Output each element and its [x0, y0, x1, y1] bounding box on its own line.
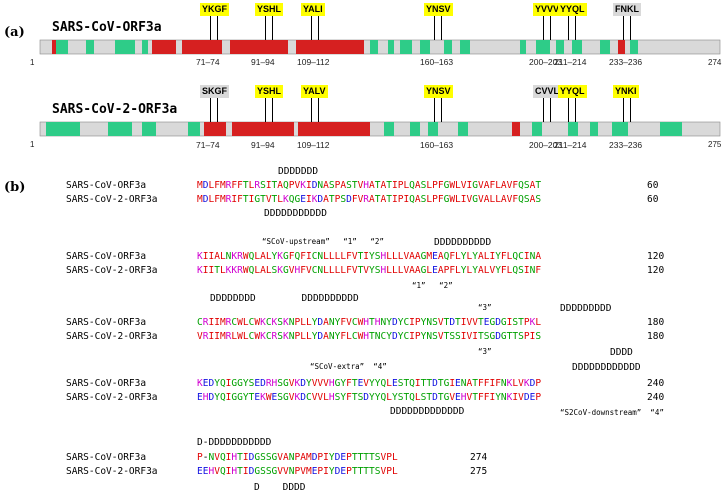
block5-seq2: EEHVQIHTIDGSSGVVNPVMEPIYDEPTTTTSVPL: [197, 466, 398, 477]
orf1-motif-connector: [543, 16, 551, 40]
block1-num2: 60: [647, 194, 659, 205]
block2-name1: SARS-CoV-ORF3a: [66, 251, 147, 262]
block1-seq2: MDLFMRIFTIGTVTLKQGEIKDATPSDFVRATATIPIQAS…: [197, 194, 542, 205]
orf2-motif-connector: [434, 98, 442, 122]
block5-name2: SARS-CoV-2-ORF3a: [66, 466, 158, 477]
orf1-motif-3: YALI: [301, 3, 325, 16]
block4-seq1: KEDYQIGGYSEDRHSGVKDYVVVHGYFTEVYYQLESTQIT…: [197, 378, 542, 389]
block3-name2: SARS-CoV-2-ORF3a: [66, 331, 158, 342]
orf1-motif-range: 211–214: [554, 57, 587, 67]
block3-d-below: DDDD: [610, 347, 633, 358]
orf2-motif-7: YNKI: [613, 85, 639, 98]
block2-note-top: “SCoV-upstream” “1” “2”: [262, 237, 384, 246]
panel-a-label: (a): [4, 25, 25, 40]
orf2-domain-bar: [39, 121, 721, 137]
orf1-motif-1: YKGF: [200, 3, 230, 16]
block3-note-bot: “3”: [478, 347, 492, 356]
orf2-motif-connector: [265, 98, 273, 122]
block4-num1: 240: [647, 378, 665, 389]
block5-d-below: D DDDD: [254, 482, 306, 493]
block4-num2: 240: [647, 392, 665, 403]
orf1-motif-connector: [568, 16, 576, 40]
orf2-motif-connector: [210, 98, 218, 122]
block3-num1: 180: [647, 317, 665, 328]
orf1-motif-4: YNSV: [424, 3, 453, 16]
orf1-motif-2: YSHL: [255, 3, 284, 16]
orf2-motif-5: CVVL: [533, 85, 562, 98]
orf1-motif-connector: [265, 16, 273, 40]
block2-d-above: DDDDDDDDDD: [434, 237, 492, 248]
orf2-start: 1: [30, 140, 35, 149]
orf2-motif-6: YYQL: [558, 85, 587, 98]
orf2-end: 275: [708, 140, 722, 149]
block5-num1: 274: [470, 452, 488, 463]
orf1-motif-6: YYQL: [558, 3, 587, 16]
block3-seq1: CRIIMRCWLCWKCKSKNPLLYDANYFVCWHTHNYDYCIPY…: [197, 317, 542, 328]
orf2-motif-connector: [623, 98, 631, 122]
block3-seq2: VRIIMRLWLCWKCRSKNPLLYDANYFLCWHTNCYDYCIPY…: [197, 331, 542, 342]
block2-seq1: KIIALNKRWQLALYKGFQFICNLLLLFVTIYSHLLLVAAG…: [197, 251, 542, 262]
orf2-title: SARS-CoV-2-ORF3a: [52, 102, 178, 117]
block4-d-above: DDDDDDDDDDDD: [572, 362, 641, 373]
block1-d-above: DDDDDDD: [278, 166, 319, 177]
orf2-motif-connector: [568, 98, 576, 122]
orf2-motif-range: 211–214: [554, 140, 587, 150]
block5-seq1: P-NVQIHTIDGSSGVANPAMDPIYDEPTTTTSVPL: [197, 452, 398, 463]
panel-b-label: (b): [4, 180, 26, 195]
orf2-motif-3: YALV: [301, 85, 328, 98]
block1-name2: SARS-CoV-2-ORF3a: [66, 194, 158, 205]
block4-name1: SARS-CoV-ORF3a: [66, 378, 147, 389]
block5-num2: 275: [470, 466, 488, 477]
block5-name1: SARS-CoV-ORF3a: [66, 452, 147, 463]
orf1-motif-range: 91–94: [251, 57, 275, 67]
block1-seq1: MDLFMRFFTLRSITAQPVKIDNASPASTVHATATIPLQAS…: [197, 180, 542, 191]
orf1-end: 274: [708, 58, 722, 67]
block2-name2: SARS-CoV-2-ORF3a: [66, 265, 158, 276]
block3-d-above: DDDDDDDDD: [560, 303, 612, 314]
orf1-motif-range: 109–112: [297, 57, 330, 67]
orf1-domain-bar: [39, 39, 721, 55]
block2-seq2: KIITLKKRWQLALSKGVHFVCNLLLLFVTVYSHLLLVAAG…: [197, 265, 542, 276]
block2-note-bot: “1” “2”: [412, 281, 453, 290]
orf1-motif-connector: [434, 16, 442, 40]
block4-seq2: EHDYQIGGYTEKWESGVKDCVVLHSYFTSDYYQLYSTQLS…: [197, 392, 542, 403]
orf2-motif-range: 109–112: [297, 140, 330, 150]
orf2-motif-connector: [543, 98, 551, 122]
block2-num1: 120: [647, 251, 665, 262]
orf1-start: 1: [30, 58, 35, 67]
orf1-motif-7: FNKL: [613, 3, 641, 16]
orf2-motif-range: 233–236: [609, 140, 643, 150]
orf2-motif-4: YNSV: [424, 85, 453, 98]
block1-num1: 60: [647, 180, 659, 191]
orf2-motif-range: 160–163: [420, 140, 454, 150]
block2-d-below: DDDDDDDD DDDDDDDDDD: [210, 293, 359, 304]
block3-num2: 180: [647, 331, 665, 342]
block3-note-top: “3”: [478, 303, 492, 312]
orf1-motif-range: 71–74: [196, 57, 220, 67]
block1-d-below: DDDDDDDDDDD: [264, 208, 327, 219]
orf1-motif-connector: [623, 16, 631, 40]
orf1-motif-range: 160–163: [420, 57, 454, 67]
orf2-motif-connector: [311, 98, 319, 122]
orf1-motif-5: YVVV: [533, 3, 562, 16]
block4-name2: SARS-CoV-2-ORF3a: [66, 392, 158, 403]
orf2-motif-2: YSHL: [255, 85, 284, 98]
orf1-title: SARS-CoV-ORF3a: [52, 20, 162, 35]
block1-name1: SARS-CoV-ORF3a: [66, 180, 147, 191]
orf1-motif-connector: [311, 16, 319, 40]
orf2-motif-1: SKGF: [200, 85, 230, 98]
block2-num2: 120: [647, 265, 665, 276]
block5-d-above: D-DDDDDDDDDDD: [197, 437, 272, 448]
orf2-motif-range: 200–203: [529, 140, 563, 150]
orf1-motif-connector: [210, 16, 218, 40]
block4-d-below: DDDDDDDDDDDDD: [390, 406, 465, 417]
block3-name1: SARS-CoV-ORF3a: [66, 317, 147, 328]
orf1-motif-range: 200–203: [529, 57, 563, 67]
block4-note-top: “SCoV-extra” “4”: [310, 362, 387, 371]
orf2-motif-range: 91–94: [251, 140, 275, 150]
orf2-motif-range: 71–74: [196, 140, 220, 150]
orf1-motif-range: 233–236: [609, 57, 643, 67]
block4-note-bot: “S2CoV-downstream” “4”: [560, 408, 664, 417]
